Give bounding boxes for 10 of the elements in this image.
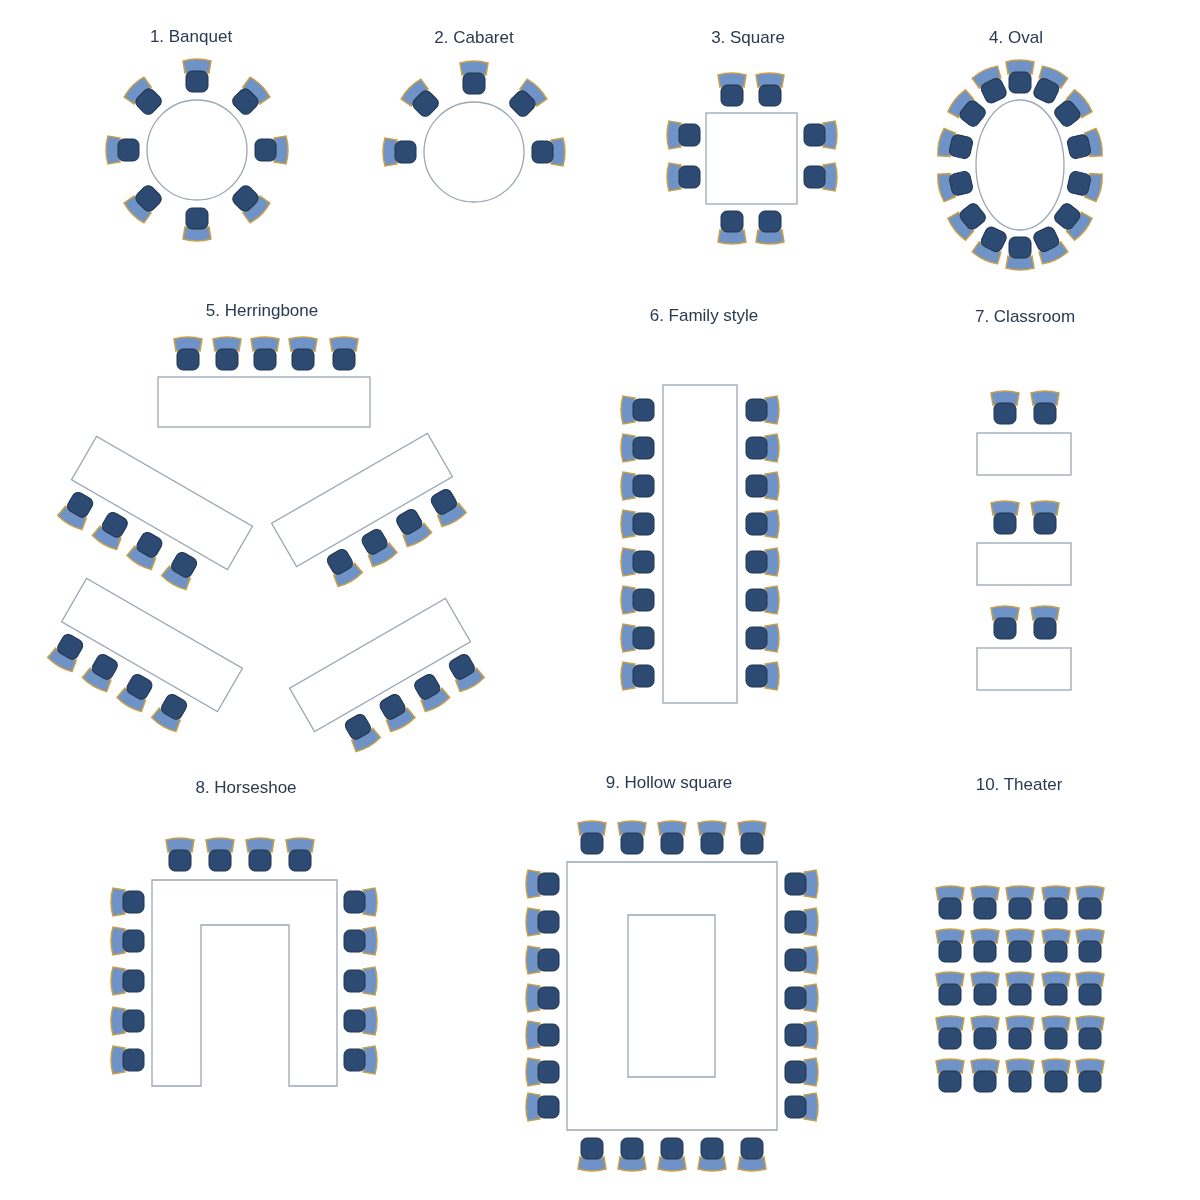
layout-title: 9. Hollow square: [605, 773, 733, 793]
layout-title: 1. Banquet: [149, 27, 233, 47]
layout-title: 2. Cabaret: [434, 28, 514, 48]
layout-title: 7. Classroom: [974, 307, 1076, 327]
layout-title: 5. Herringbone: [205, 301, 319, 321]
layout-title: 10. Theater: [975, 775, 1063, 795]
layout-title: 6. Family style: [649, 306, 759, 326]
layout-title: 4. Oval: [989, 28, 1043, 48]
layout-title: 8. Horseshoe: [195, 778, 297, 798]
layout-title: 3. Square: [711, 28, 785, 48]
